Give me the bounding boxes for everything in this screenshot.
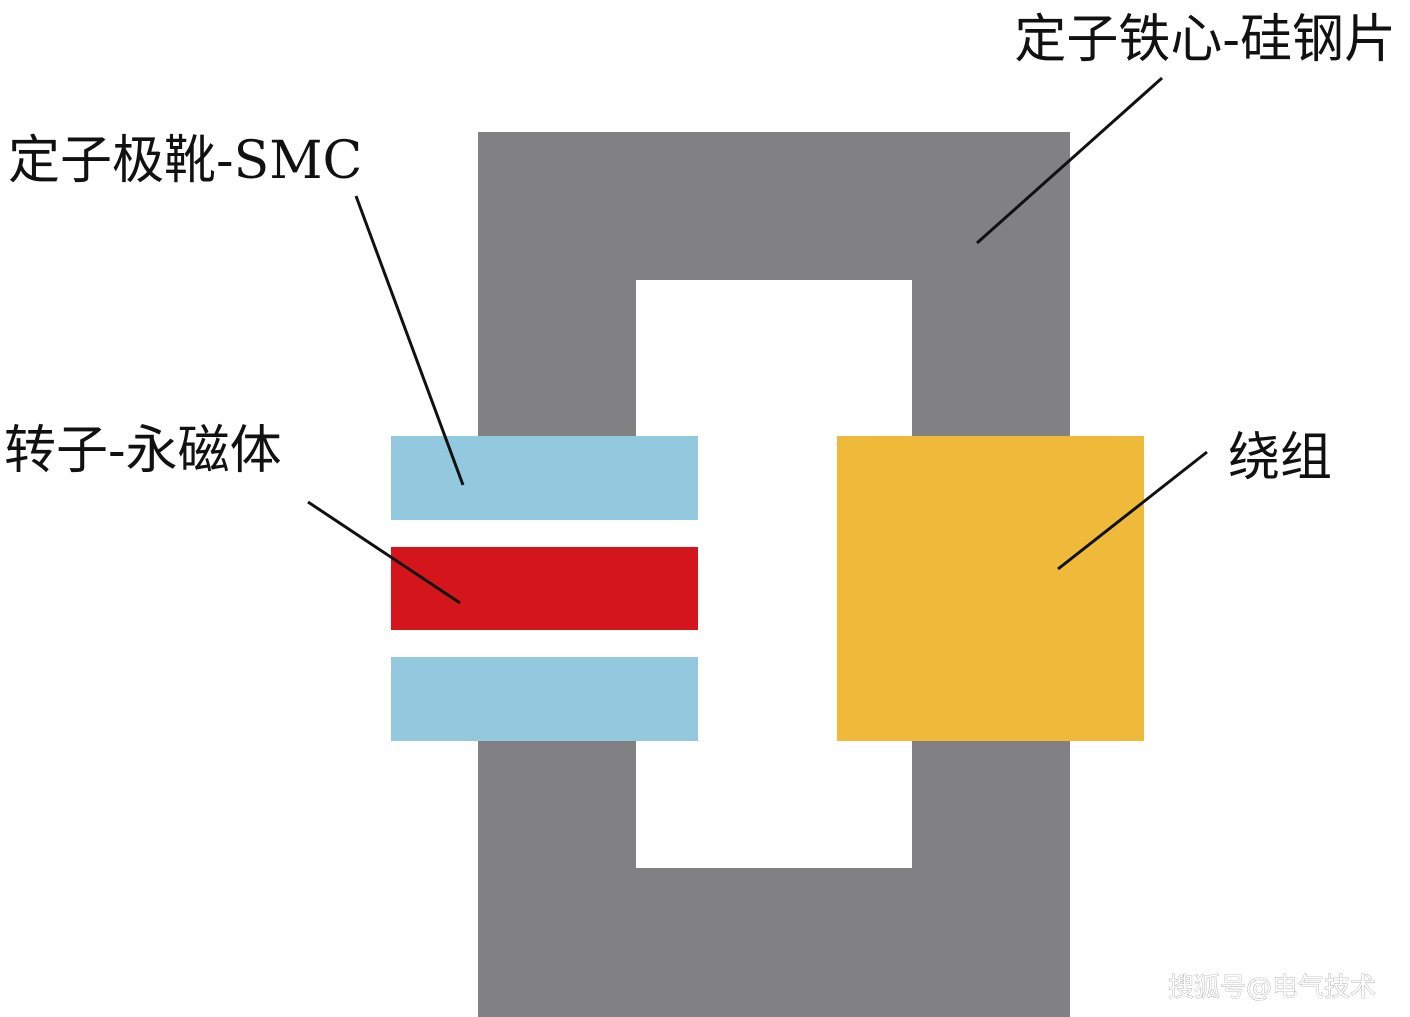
leader-line-rotor-magnet: [307, 500, 461, 605]
label-stator-core: 定子铁心-硅钢片: [1014, 10, 1396, 70]
leader-line-stator-core: [976, 76, 1163, 245]
leader-line-pole-shoe: [354, 195, 465, 486]
pole-shoe-upper: [391, 436, 698, 520]
label-rotor-magnet: 转子-永磁体: [4, 421, 282, 481]
winding-block: [837, 436, 1144, 741]
stator-core-left-lower: [478, 740, 636, 1017]
stator-core-left-upper: [478, 132, 636, 438]
pole-shoe-lower: [391, 657, 698, 741]
rotor-magnet: [391, 547, 698, 630]
watermark-text: 搜狐号@电气技术: [1168, 973, 1376, 1003]
leader-line-winding: [1057, 450, 1208, 571]
label-stator-pole-shoe: 定子极靴-SMC: [8, 131, 362, 191]
label-winding: 绕组: [1228, 428, 1332, 488]
